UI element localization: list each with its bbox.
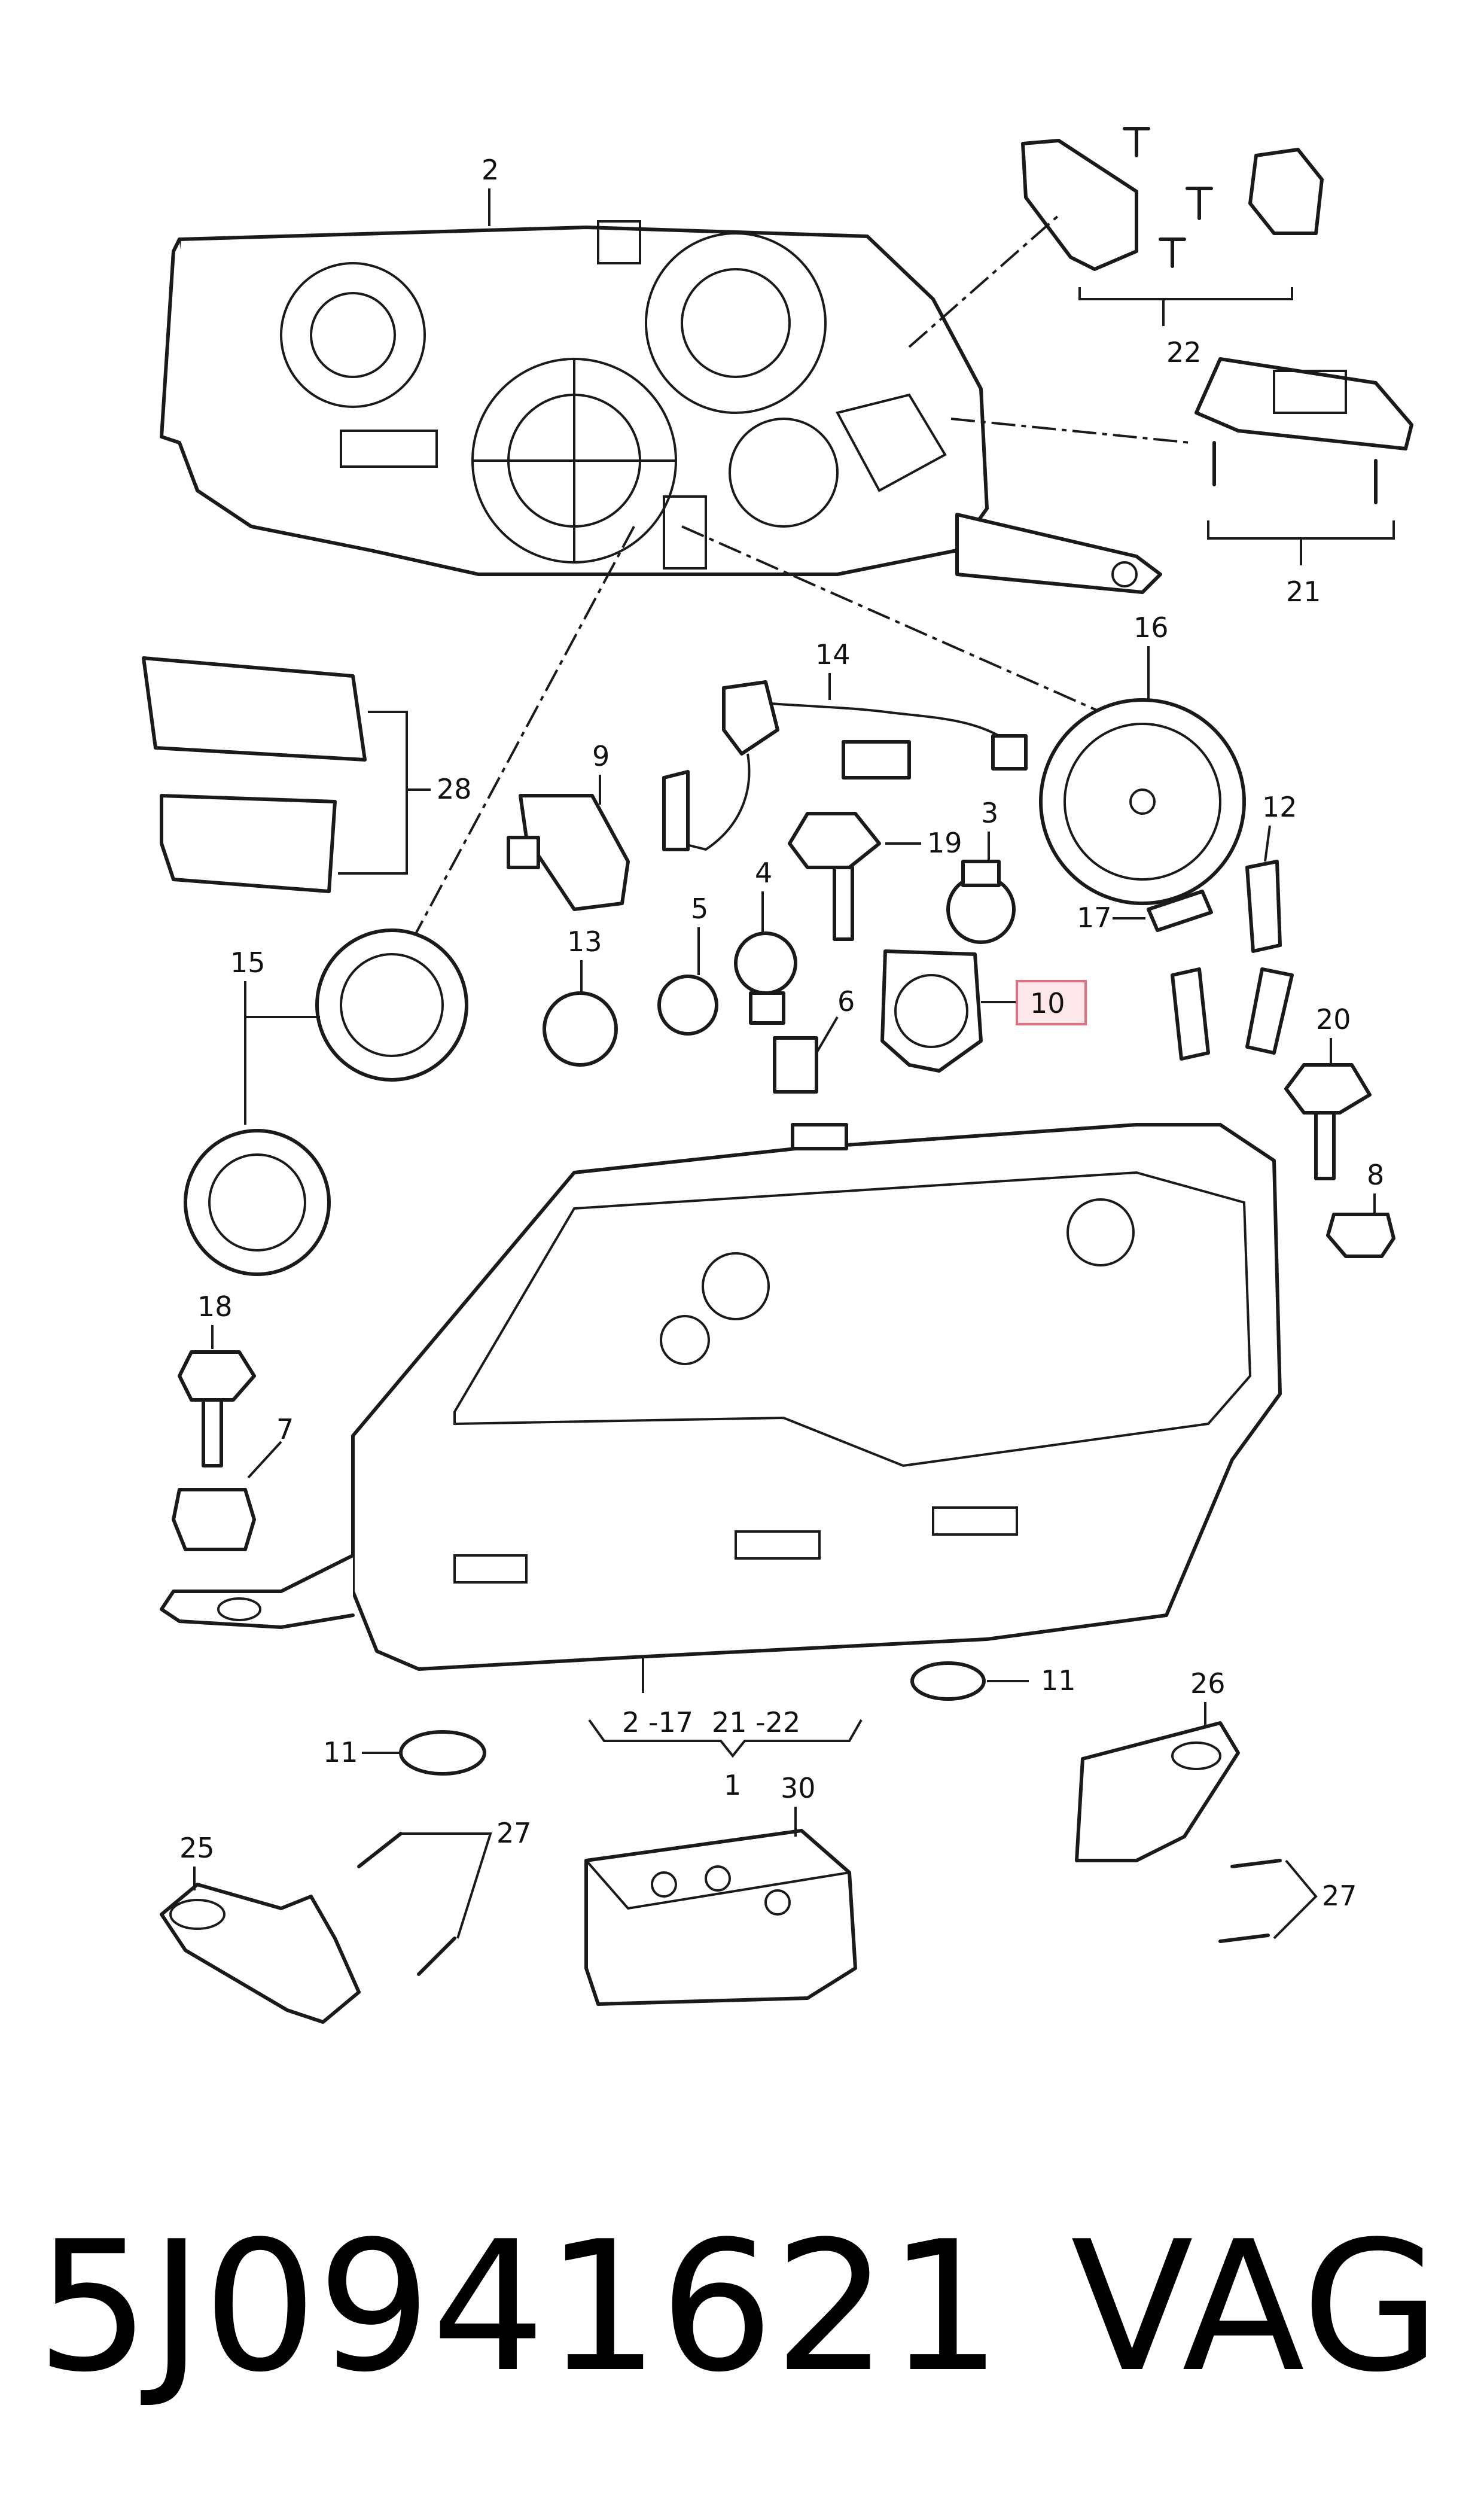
callout-7: 7 [276,1413,294,1445]
socket-13 [543,991,618,1067]
headlight-assembly-front [160,1123,1282,1671]
callout-28: 28 [437,773,472,805]
callout-5: 5 [691,893,708,925]
bracket-25 [160,1883,361,2024]
bulb-4 [734,931,797,1025]
callout-8: 8 [1367,1159,1384,1191]
wiring-harness-14 [662,680,1028,851]
callout-30: 30 [781,1772,816,1804]
callout-17: 17 [1077,902,1112,934]
cap-15 [184,928,468,1276]
clips-12 [1171,860,1294,1061]
callout-15: 15 [230,946,266,979]
callout-16: 16 [1133,611,1169,644]
callout-25: 25 [179,1832,215,1864]
callout-11-right: 11 [1041,1664,1076,1697]
bracket-26 [1075,1721,1240,1862]
bracket-set-22 [1021,127,1324,326]
callout-range-a: 2 -17 [622,1706,693,1738]
guide-line [412,526,635,940]
bulb-3 [946,860,1016,944]
headlight-rear-housing [160,220,1162,594]
nut-8 [1326,1213,1395,1258]
bulb-5 [657,975,718,1036]
screw-20 [1284,1063,1372,1180]
control-unit-21 [1194,357,1413,565]
callout-22: 22 [1166,336,1202,369]
callout-1: 1 [724,1769,741,1801]
callout-20: 20 [1316,1003,1351,1036]
callout-11-left: 11 [323,1736,358,1768]
callout-2: 2 [482,154,499,186]
nut-7 [172,1488,256,1551]
screw-19 [788,812,881,941]
guide-line [908,214,1060,348]
callout-4: 4 [755,857,772,889]
callout-range-b: 21 -22 [712,1706,800,1738]
cover-cap-10 [880,949,983,1073]
cover-glass-28 [142,656,431,893]
callout-18: 18 [197,1290,233,1323]
part-number: 5J0941621 [36,2203,1002,2412]
highlight-box [1016,980,1087,1025]
bulb-kit-30 [584,1829,857,2006]
guide-line [681,525,1101,713]
callout-10: 10 [1030,987,1065,1019]
callout-13: 13 [567,925,602,958]
screw-18 [178,1350,256,1467]
callout-27-left: 27 [496,1817,532,1849]
callout-6: 6 [837,985,855,1018]
screws-27-left [357,1832,492,1976]
manufacturer: VAG [1071,2203,1440,2412]
callout-3: 3 [981,797,998,829]
callout-21: 21 [1286,576,1321,608]
guide-line [950,418,1191,444]
callout-26: 26 [1190,1667,1226,1700]
adjuster-6 [773,1036,818,1094]
callout-12: 12 [1262,791,1297,823]
clip-17 [1147,890,1213,932]
buffer-11-left [399,1730,486,1776]
lamp-unit-16 [1039,698,1246,905]
callout-14: 14 [815,638,851,671]
range-brace [588,1719,863,1758]
buffer-11-right [910,1661,986,1701]
callout-19: 19 [927,827,962,859]
motor-9 [507,794,630,911]
callout-9: 9 [592,740,610,772]
callout-27-right: 27 [1322,1880,1357,1912]
screws-27-right [1218,1859,1318,1943]
